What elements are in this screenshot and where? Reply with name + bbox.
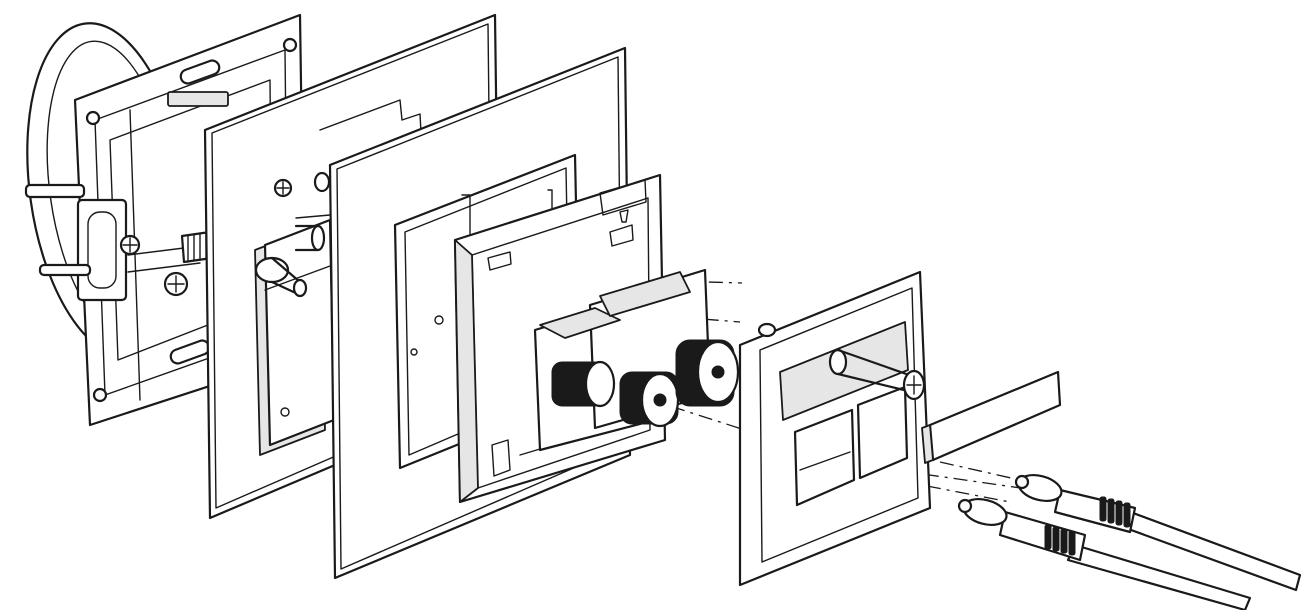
label-strip (921, 370, 1062, 464)
banana-plug-upper (1014, 473, 1302, 592)
speaker-terminal-module (533, 268, 740, 452)
binding-post-right (675, 339, 740, 407)
banana-plugs (957, 473, 1302, 610)
screw-icon (902, 369, 926, 401)
cover-plate (738, 270, 932, 587)
banana-plug-lower (957, 497, 1252, 610)
